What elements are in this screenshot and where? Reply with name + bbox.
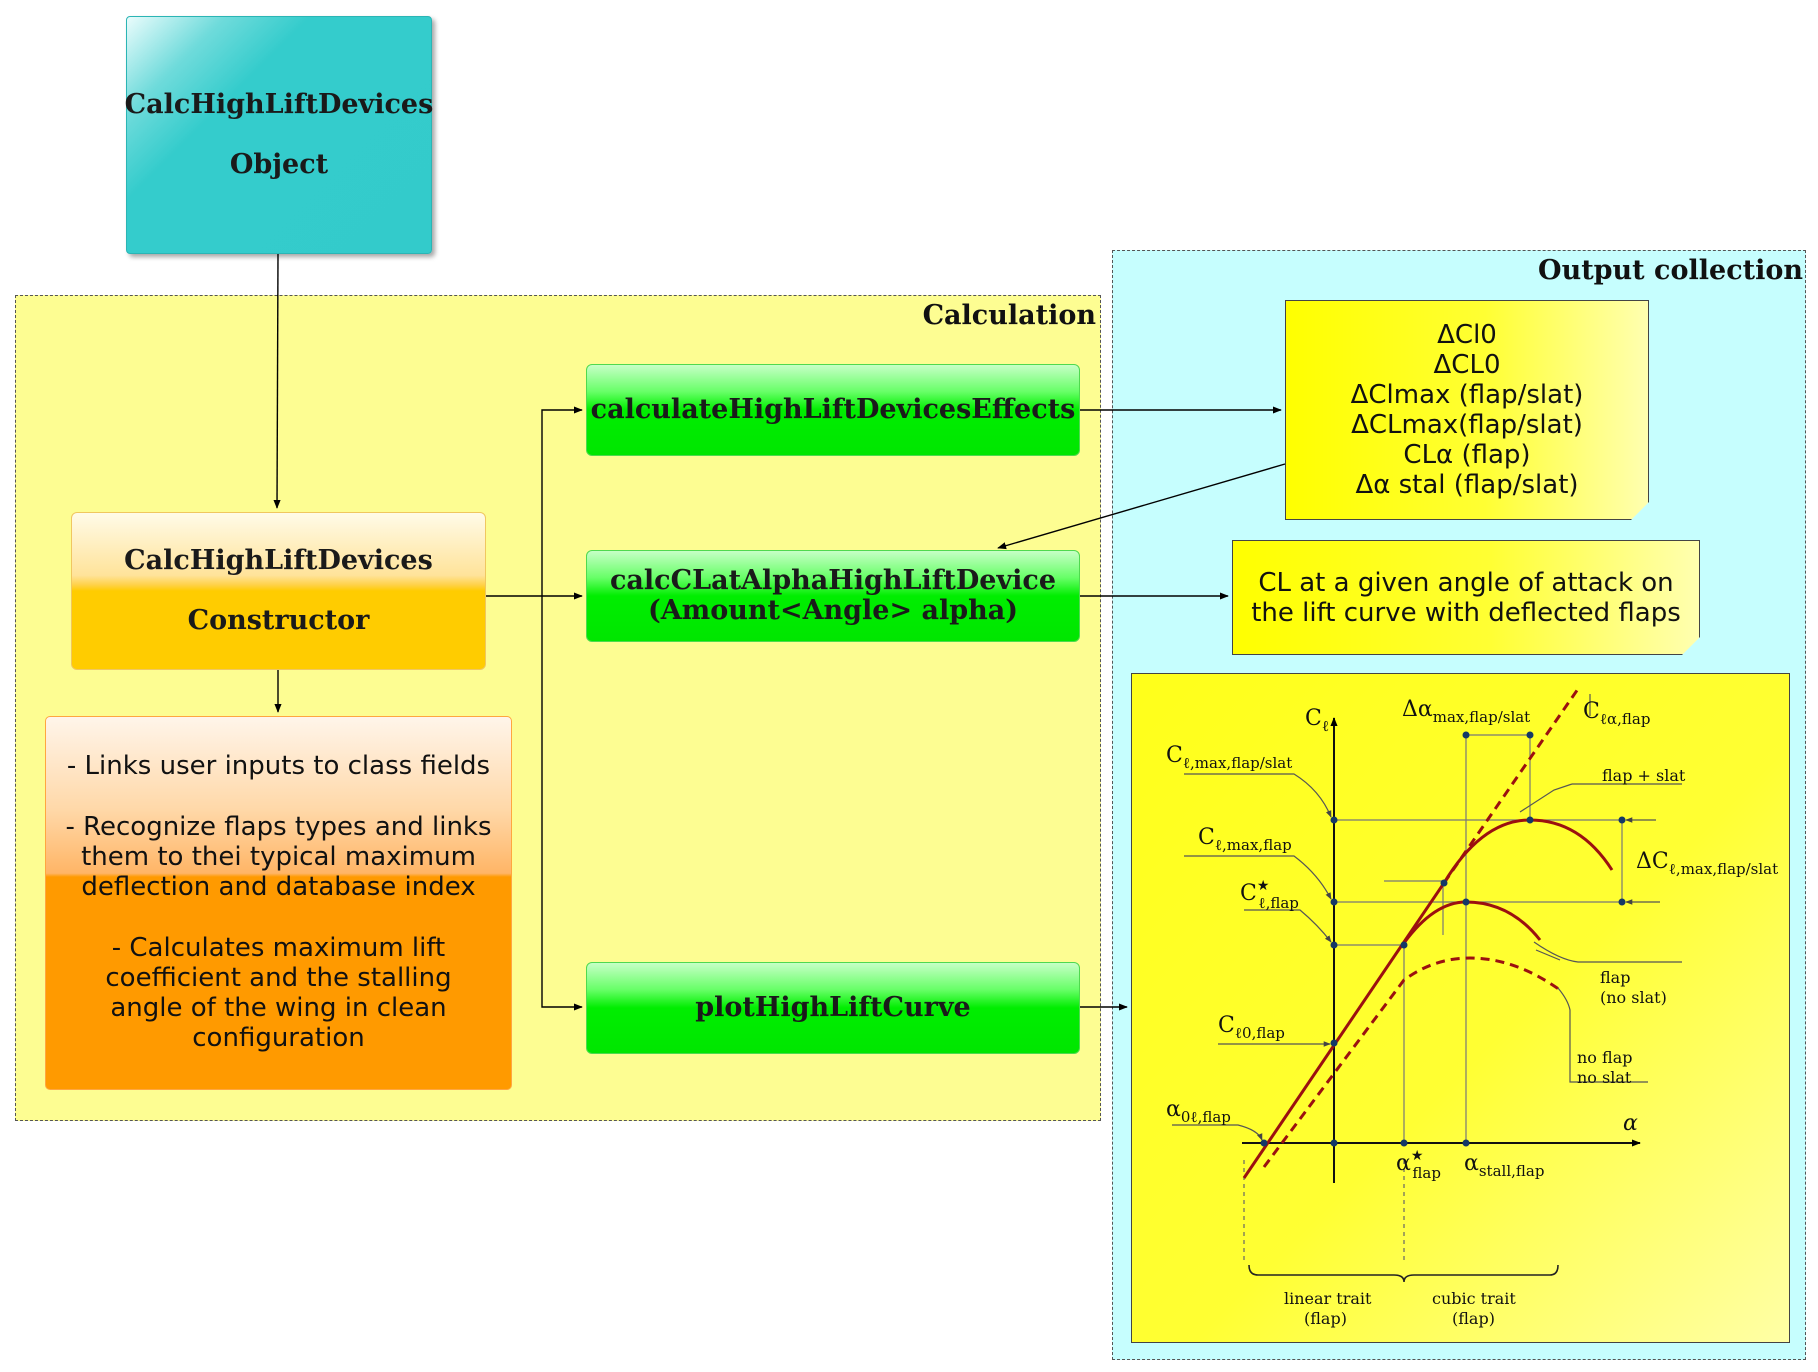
note-line: angle of the wing in clean [110, 993, 447, 1023]
cl-star-label: C★ℓ,flap [1240, 878, 1299, 912]
curve-flap [1402, 900, 1542, 944]
trait-dashes [1243, 1160, 1405, 1263]
method-label: plotHighLiftCurve [695, 992, 971, 1023]
note-line: coefficient and the stalling [105, 963, 452, 993]
alpha-stall-label: αstall,flap [1464, 1151, 1544, 1180]
linear-trait-label: linear trait [1284, 1289, 1372, 1308]
note-line: - Calculates maximum lift [111, 933, 446, 963]
constructor-line2: Constructor [187, 605, 370, 636]
note-line: configuration [192, 1023, 365, 1053]
connectors [273, 253, 1286, 1011]
note-line: - Links user inputs to class fields [66, 751, 491, 781]
calculation-title: Calculation [922, 300, 1096, 331]
plot-high-lift-curve-method[interactable]: plotHighLiftCurve [586, 962, 1080, 1054]
no-flap-label: no flap [1577, 1048, 1632, 1067]
output-line: ΔCLmax(flap/slat) [1351, 410, 1583, 440]
flap-slat-label: flap + slat [1602, 766, 1686, 785]
flap-label: flap [1600, 968, 1630, 987]
y-axis-label: Cℓ [1305, 706, 1329, 735]
object-box-line1: CalcHighLiftDevices [124, 89, 434, 120]
constructor-notes-box: - Links user inputs to class fields - Re… [45, 716, 512, 1090]
output-line: CLα (flap) [1403, 440, 1531, 470]
method-signature: (Amount<Angle> alpha) [647, 595, 1019, 626]
connector-branch-plot [541, 596, 583, 1011]
curve-no-flap [1262, 956, 1561, 1168]
lift-curve-panel [1131, 673, 1790, 1343]
alpha-star-label: α★flap [1396, 1148, 1441, 1182]
note-line: them to thei typical maximum [81, 842, 476, 872]
method-label: calcCLatAlphaHighLiftDevice [609, 565, 1057, 596]
cl-max-flap-slat-label: Cℓ,max,flap/slat [1166, 743, 1292, 772]
delta-cl-max-label: ΔCℓ,max,flap/slat [1636, 849, 1778, 878]
delta-alpha-max-label: Δαmax,flap/slat [1402, 697, 1530, 726]
constructor-box[interactable]: CalcHighLiftDevices Constructor [71, 512, 486, 670]
cubic-trait-label: cubic trait [1432, 1289, 1516, 1308]
output-line: ΔCL0 [1433, 350, 1501, 380]
curve-cla-dashed [1442, 685, 1582, 884]
x-axis-label: α [1623, 1111, 1638, 1136]
object-box-line2: Object [229, 149, 329, 180]
cubic-trait-flap-label: (flap) [1452, 1309, 1495, 1328]
output-line: the lift curve with deflected flaps [1251, 597, 1681, 628]
cl0-label: Cℓ0,flap [1218, 1013, 1285, 1042]
connector-branch-trunk [541, 406, 583, 596]
lift-curve-chart: Cℓ α Δαmax,flap/slat Cℓα,flap Cℓ,max,fla… [1166, 685, 1778, 1328]
cl-alpha-label: Cℓα,flap [1583, 699, 1650, 728]
object-box[interactable]: CalcHighLiftDevices Object [124, 16, 434, 254]
cl-max-flap-label: Cℓ,max,flap [1198, 825, 1292, 854]
output-collection-title: Output collection [1538, 255, 1803, 286]
output-line: ΔCl0 [1437, 320, 1497, 350]
method-label: calculateHighLiftDevicesEffects [590, 394, 1076, 425]
leader-lines [1172, 694, 1682, 1141]
calculate-high-lift-devices-effects-method[interactable]: calculateHighLiftDevicesEffects [586, 364, 1080, 456]
trait-bracket [1248, 1264, 1559, 1283]
no-slat-label-2: no slat [1577, 1068, 1632, 1087]
output-line: Δα stal (flap/slat) [1355, 470, 1579, 500]
curve-flap-slat [1442, 818, 1614, 884]
output-line: CL at a given angle of attack on [1258, 567, 1674, 598]
note-line: deflection and database index [81, 872, 476, 902]
curve-points [1260, 731, 1626, 1147]
linear-trait-flap-label: (flap) [1304, 1309, 1347, 1328]
note-line: - Recognize flaps types and links [65, 812, 492, 842]
output-line: ΔClmax (flap/slat) [1350, 380, 1584, 410]
effects-output-note: ΔCl0 ΔCL0 ΔClmax (flap/slat) ΔCLmax(flap… [1285, 300, 1649, 520]
connector-output-to-calccl [997, 463, 1286, 550]
cl-output-note: CL at a given angle of attack on the lif… [1232, 540, 1700, 655]
connector-object-to-constructor [273, 253, 281, 509]
no-slat-label: (no slat) [1600, 988, 1667, 1007]
alpha0-label: α0ℓ,flap [1166, 1097, 1231, 1126]
constructor-line1: CalcHighLiftDevices [124, 545, 433, 576]
calc-cl-at-alpha-high-lift-device-method[interactable]: calcCLatAlphaHighLiftDevice (Amount<Angl… [586, 550, 1080, 642]
